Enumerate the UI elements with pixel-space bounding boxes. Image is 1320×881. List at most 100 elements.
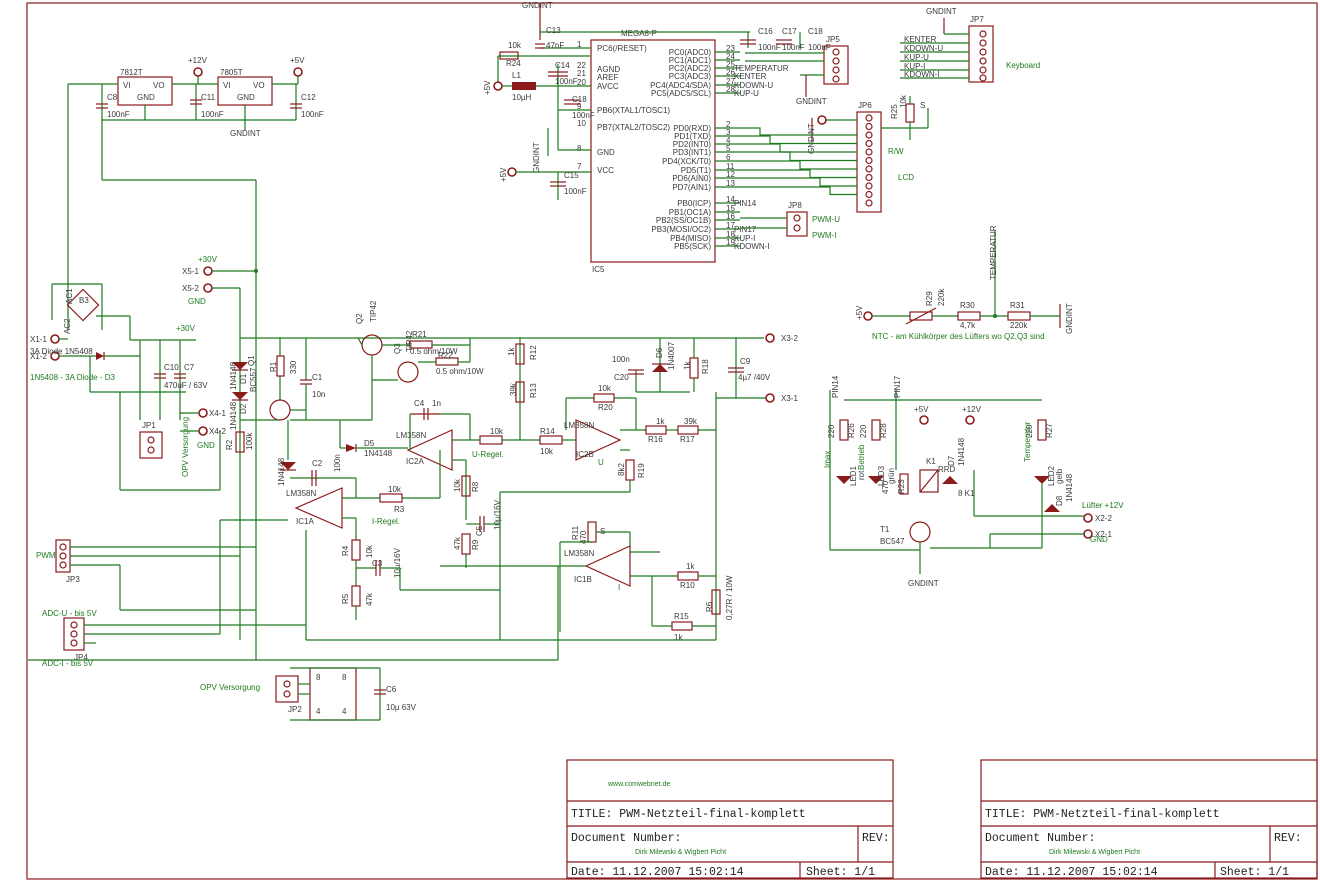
r20-value: 10k: [598, 384, 612, 393]
r4-value: 10k: [365, 544, 374, 558]
r13-label: R13: [529, 383, 538, 398]
ic5-mega8: MEGA8-P IC5 PC6(/RESET)1AGND22AREF21AVCC…: [577, 29, 789, 274]
jp6-pin: [865, 190, 873, 199]
q1-type: BC557: [249, 367, 258, 392]
regulators: 7812T VI VO GND 7805T VI VO GND +12V +5V…: [67, 56, 324, 660]
gndint-top: GNDINT: [522, 1, 553, 10]
c2-value: 100n: [333, 454, 342, 472]
ic5-left-pin-label: VCC: [597, 166, 614, 175]
r9-value: 47k: [453, 536, 462, 550]
i-label: I: [618, 583, 620, 592]
x3-2-label: X3-2: [781, 334, 798, 343]
c18-value: 100nF: [572, 111, 595, 120]
ic1b-label: IC1B: [574, 575, 592, 584]
jp7-pin: [979, 66, 987, 74]
ic5-left-pin-number: 10: [577, 119, 586, 128]
led2-label: LED2: [1047, 465, 1056, 486]
authors-label: Dirk Milewski & Wigbert Picht: [635, 849, 726, 856]
r15-label: R15: [674, 612, 689, 621]
c20-label: C20: [614, 373, 629, 382]
led3-color: grün: [887, 468, 896, 484]
led2-color: gelb: [1055, 468, 1064, 484]
ic5-right-pin-label: PC0(ADC0): [669, 48, 712, 57]
led1-label: LED1: [849, 465, 858, 486]
lcd-bus-wire: [740, 186, 857, 196]
k1-type: RRD: [938, 465, 956, 474]
r18-label: R18: [701, 359, 710, 374]
jp7-gnd: GNDINT: [926, 7, 957, 16]
c3-label: C3: [372, 559, 383, 568]
temperatur-led-label: Temperatur: [1023, 421, 1032, 462]
d8-label: D8: [1055, 495, 1064, 506]
ntc-note: NTC - am Kühlkörper des Lüfters wo Q2,Q3…: [872, 332, 1045, 341]
c13-value: 47nF: [546, 41, 564, 50]
ac2-label: AC2: [63, 318, 72, 334]
ic5-right-pin-label: PD4(XCK/T0): [662, 157, 711, 166]
jp7-net-label: KDOWN-I: [904, 70, 940, 79]
d2-type: 1N4148: [229, 401, 238, 430]
r15-value: 1k: [674, 633, 683, 642]
jp6-pin: [865, 131, 873, 139]
jp5-label: JP5: [826, 35, 840, 44]
luefter-label: Lüfter +12V: [1082, 501, 1124, 510]
ic5-left-pin-number: 8: [577, 144, 582, 153]
c18b-value: 100nF: [808, 43, 831, 52]
r16-label: R16: [648, 435, 663, 444]
r28-label: R28: [879, 423, 888, 438]
gndint-reg: GNDINT: [230, 129, 261, 138]
r31-value: 220k: [1010, 321, 1028, 330]
power-input: X5-1 +30V X5-2 GND B3 AC1 AC2 X1-1 X1-2 …: [30, 255, 258, 491]
led1-color: rot: [857, 470, 866, 480]
ic5-left-pin-label: AREF: [597, 73, 618, 82]
ic3-gnd: GND: [237, 93, 255, 102]
ic5-right-pin-label: PD5(T1): [681, 166, 712, 175]
lcd-bus-wire: [740, 151, 857, 162]
r27-value: 220: [1025, 424, 1034, 438]
ic5-type: MEGA8-P: [621, 29, 657, 38]
c7-value: 470uF / 63V: [164, 381, 208, 390]
website-label: www.comwebnet.de: [607, 781, 670, 788]
ic4-gnd: GND: [137, 93, 155, 102]
r12-label: R12: [529, 345, 538, 360]
r26-value: 220: [827, 424, 836, 438]
opv-label-top: OPV Versorgung: [181, 417, 190, 477]
x1-1-label: X1-1: [30, 335, 47, 344]
ic5-right-pin-label: PD3(INT1): [673, 148, 712, 157]
c5-label: C5: [475, 525, 484, 536]
ic4-vi: VI: [123, 81, 131, 90]
d5-type: 1N4148: [364, 449, 393, 458]
jp6-pin: [865, 139, 873, 148]
d7-label: D7: [947, 455, 956, 466]
r19-label: R19: [637, 463, 646, 478]
opv-pin4b: 4: [342, 707, 347, 716]
r6-label: R6: [705, 601, 714, 612]
x4-1-label: X4-1: [209, 409, 226, 418]
r17-label: R17: [680, 435, 695, 444]
ic1b-type: LM358N: [564, 549, 594, 558]
r11-label: R11: [571, 525, 580, 540]
d6-label: D6: [655, 347, 664, 358]
q2-label: Q2: [355, 313, 364, 324]
ic5-name: IC5: [592, 265, 605, 274]
jp5-header: JP5 GNDINT: [745, 35, 849, 106]
d6-type: 1N4007: [667, 341, 676, 370]
k1-label: K1: [926, 457, 936, 466]
ic1a-type: LM358N: [286, 489, 316, 498]
fan-gnd: GND: [1090, 535, 1108, 544]
l1-value: 10µH: [512, 93, 532, 102]
opamps: IC2A LM358N C4 1n 10k U-Regel. R14 10k I…: [286, 384, 734, 642]
ic2a-type: LM358N: [396, 431, 426, 440]
r25-value: 10k: [899, 94, 908, 108]
ic5-right-pin-label: PB2(SS/OC1B): [656, 216, 711, 225]
rev-label-right: REV:: [1274, 832, 1302, 845]
r29-label: R29: [925, 291, 934, 306]
r8-label: R8: [471, 481, 480, 492]
d4-type: 1N4148: [277, 457, 286, 486]
ic5-right-pin-number: 25: [726, 60, 735, 69]
ic5-right-pin-number: 24: [726, 52, 735, 61]
jp7-pin: [979, 48, 987, 56]
x3-1-label: X3-1: [781, 394, 798, 403]
r3-label: R3: [394, 505, 405, 514]
